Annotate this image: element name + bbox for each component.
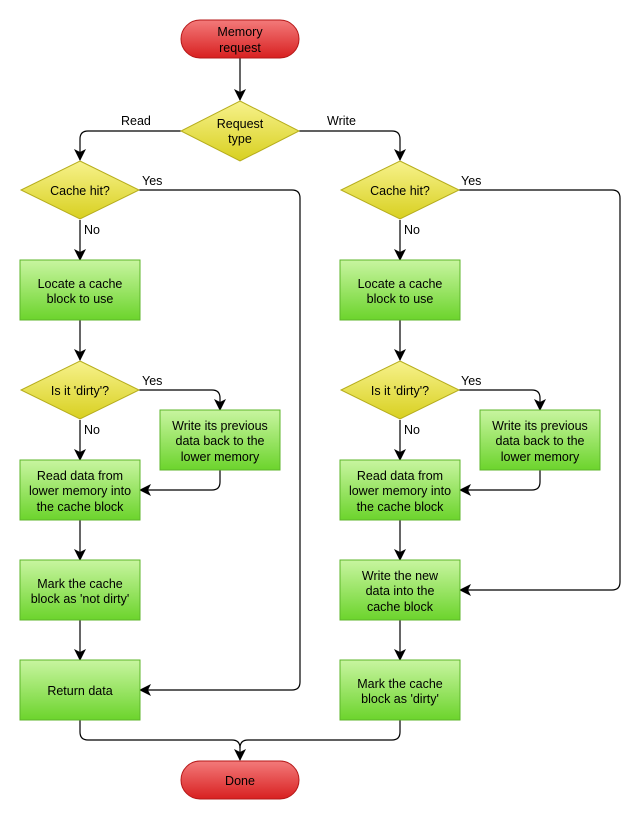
node-label: lower memory into (349, 484, 451, 498)
return-data-block: Return data (19, 659, 141, 721)
connector (139, 189, 301, 696)
read-dirty-decision: Is it 'dirty'? (19, 360, 141, 420)
connector (139, 389, 226, 411)
read-locate-block: Locate a cache block to use (19, 259, 141, 321)
read-cache-hit-decision: Cache hit? (19, 160, 141, 220)
node-label: Is it 'dirty'? (51, 384, 109, 398)
node-label: Write its previous (492, 419, 588, 433)
write-cache-hit-decision: Cache hit? (339, 160, 461, 220)
edge-label-no: No (84, 223, 100, 237)
write-new-data-block: Write the new data into the cache block (339, 559, 461, 621)
node-label: cache block (367, 600, 434, 614)
node-label: Done (225, 774, 255, 788)
node-label: block as 'not dirty' (31, 592, 130, 606)
connector (139, 470, 221, 496)
edge-label-no: No (404, 423, 420, 437)
edge-label-no: No (404, 223, 420, 237)
connector (459, 470, 541, 496)
node-label: Read data from (357, 469, 443, 483)
node-label: Locate a cache (358, 277, 443, 291)
node-label: block as 'dirty' (361, 692, 439, 706)
node-label: Memory (217, 25, 263, 39)
request-type-decision: Request type (179, 100, 301, 162)
node-label: data back to the (496, 434, 585, 448)
edge-label-yes: Yes (142, 374, 162, 388)
read-mark-block: Mark the cache block as 'not dirty' (19, 559, 141, 621)
node-label: lower memory (181, 450, 260, 464)
edge-label-no: No (84, 423, 100, 437)
read-writeback-block: Write its previous data back to the lowe… (159, 409, 281, 471)
write-mark-block: Mark the cache block as 'dirty' (339, 659, 461, 721)
node-label: block to use (367, 292, 434, 306)
node-label: block to use (47, 292, 114, 306)
node-label: data into the (366, 584, 435, 598)
write-dirty-decision: Is it 'dirty'? (339, 360, 461, 420)
start-terminal: Memory request (180, 19, 300, 59)
node-label: Write the new (362, 569, 439, 583)
edge-label-read: Read (121, 114, 151, 128)
node-label: Return data (47, 684, 112, 698)
node-label: Read data from (37, 469, 123, 483)
node-label: lower memory (501, 450, 580, 464)
edge-label-yes: Yes (461, 374, 481, 388)
node-label: Cache hit? (50, 184, 110, 198)
read-load-block: Read data from lower memory into the cac… (19, 459, 141, 521)
connector (239, 720, 401, 749)
connector (74, 130, 181, 161)
connectors (74, 58, 621, 761)
node-label: Write its previous (172, 419, 268, 433)
write-locate-block: Locate a cache block to use (339, 259, 461, 321)
connector (79, 720, 246, 761)
node-label: Mark the cache (357, 677, 443, 691)
node-label: type (228, 132, 252, 146)
node-label: the cache block (357, 500, 445, 514)
write-load-block: Read data from lower memory into the cac… (339, 459, 461, 521)
connector (459, 389, 546, 411)
node-label: lower memory into (29, 484, 131, 498)
connector (299, 130, 406, 161)
edge-label-write: Write (327, 114, 356, 128)
edge-labels: Read Write Yes No Yes No Yes No Yes No (84, 114, 481, 437)
node-label: Locate a cache (38, 277, 123, 291)
node-label: Is it 'dirty'? (371, 384, 429, 398)
node-label: request (219, 41, 261, 55)
done-terminal: Done (180, 760, 300, 800)
edge-label-yes: Yes (142, 174, 162, 188)
node-label: Mark the cache (37, 577, 123, 591)
write-writeback-block: Write its previous data back to the lowe… (479, 409, 601, 471)
connector (459, 189, 621, 596)
node-label: Cache hit? (370, 184, 430, 198)
edge-label-yes: Yes (461, 174, 481, 188)
node-label: the cache block (37, 500, 125, 514)
node-label: data back to the (176, 434, 265, 448)
node-label: Request (217, 117, 264, 131)
